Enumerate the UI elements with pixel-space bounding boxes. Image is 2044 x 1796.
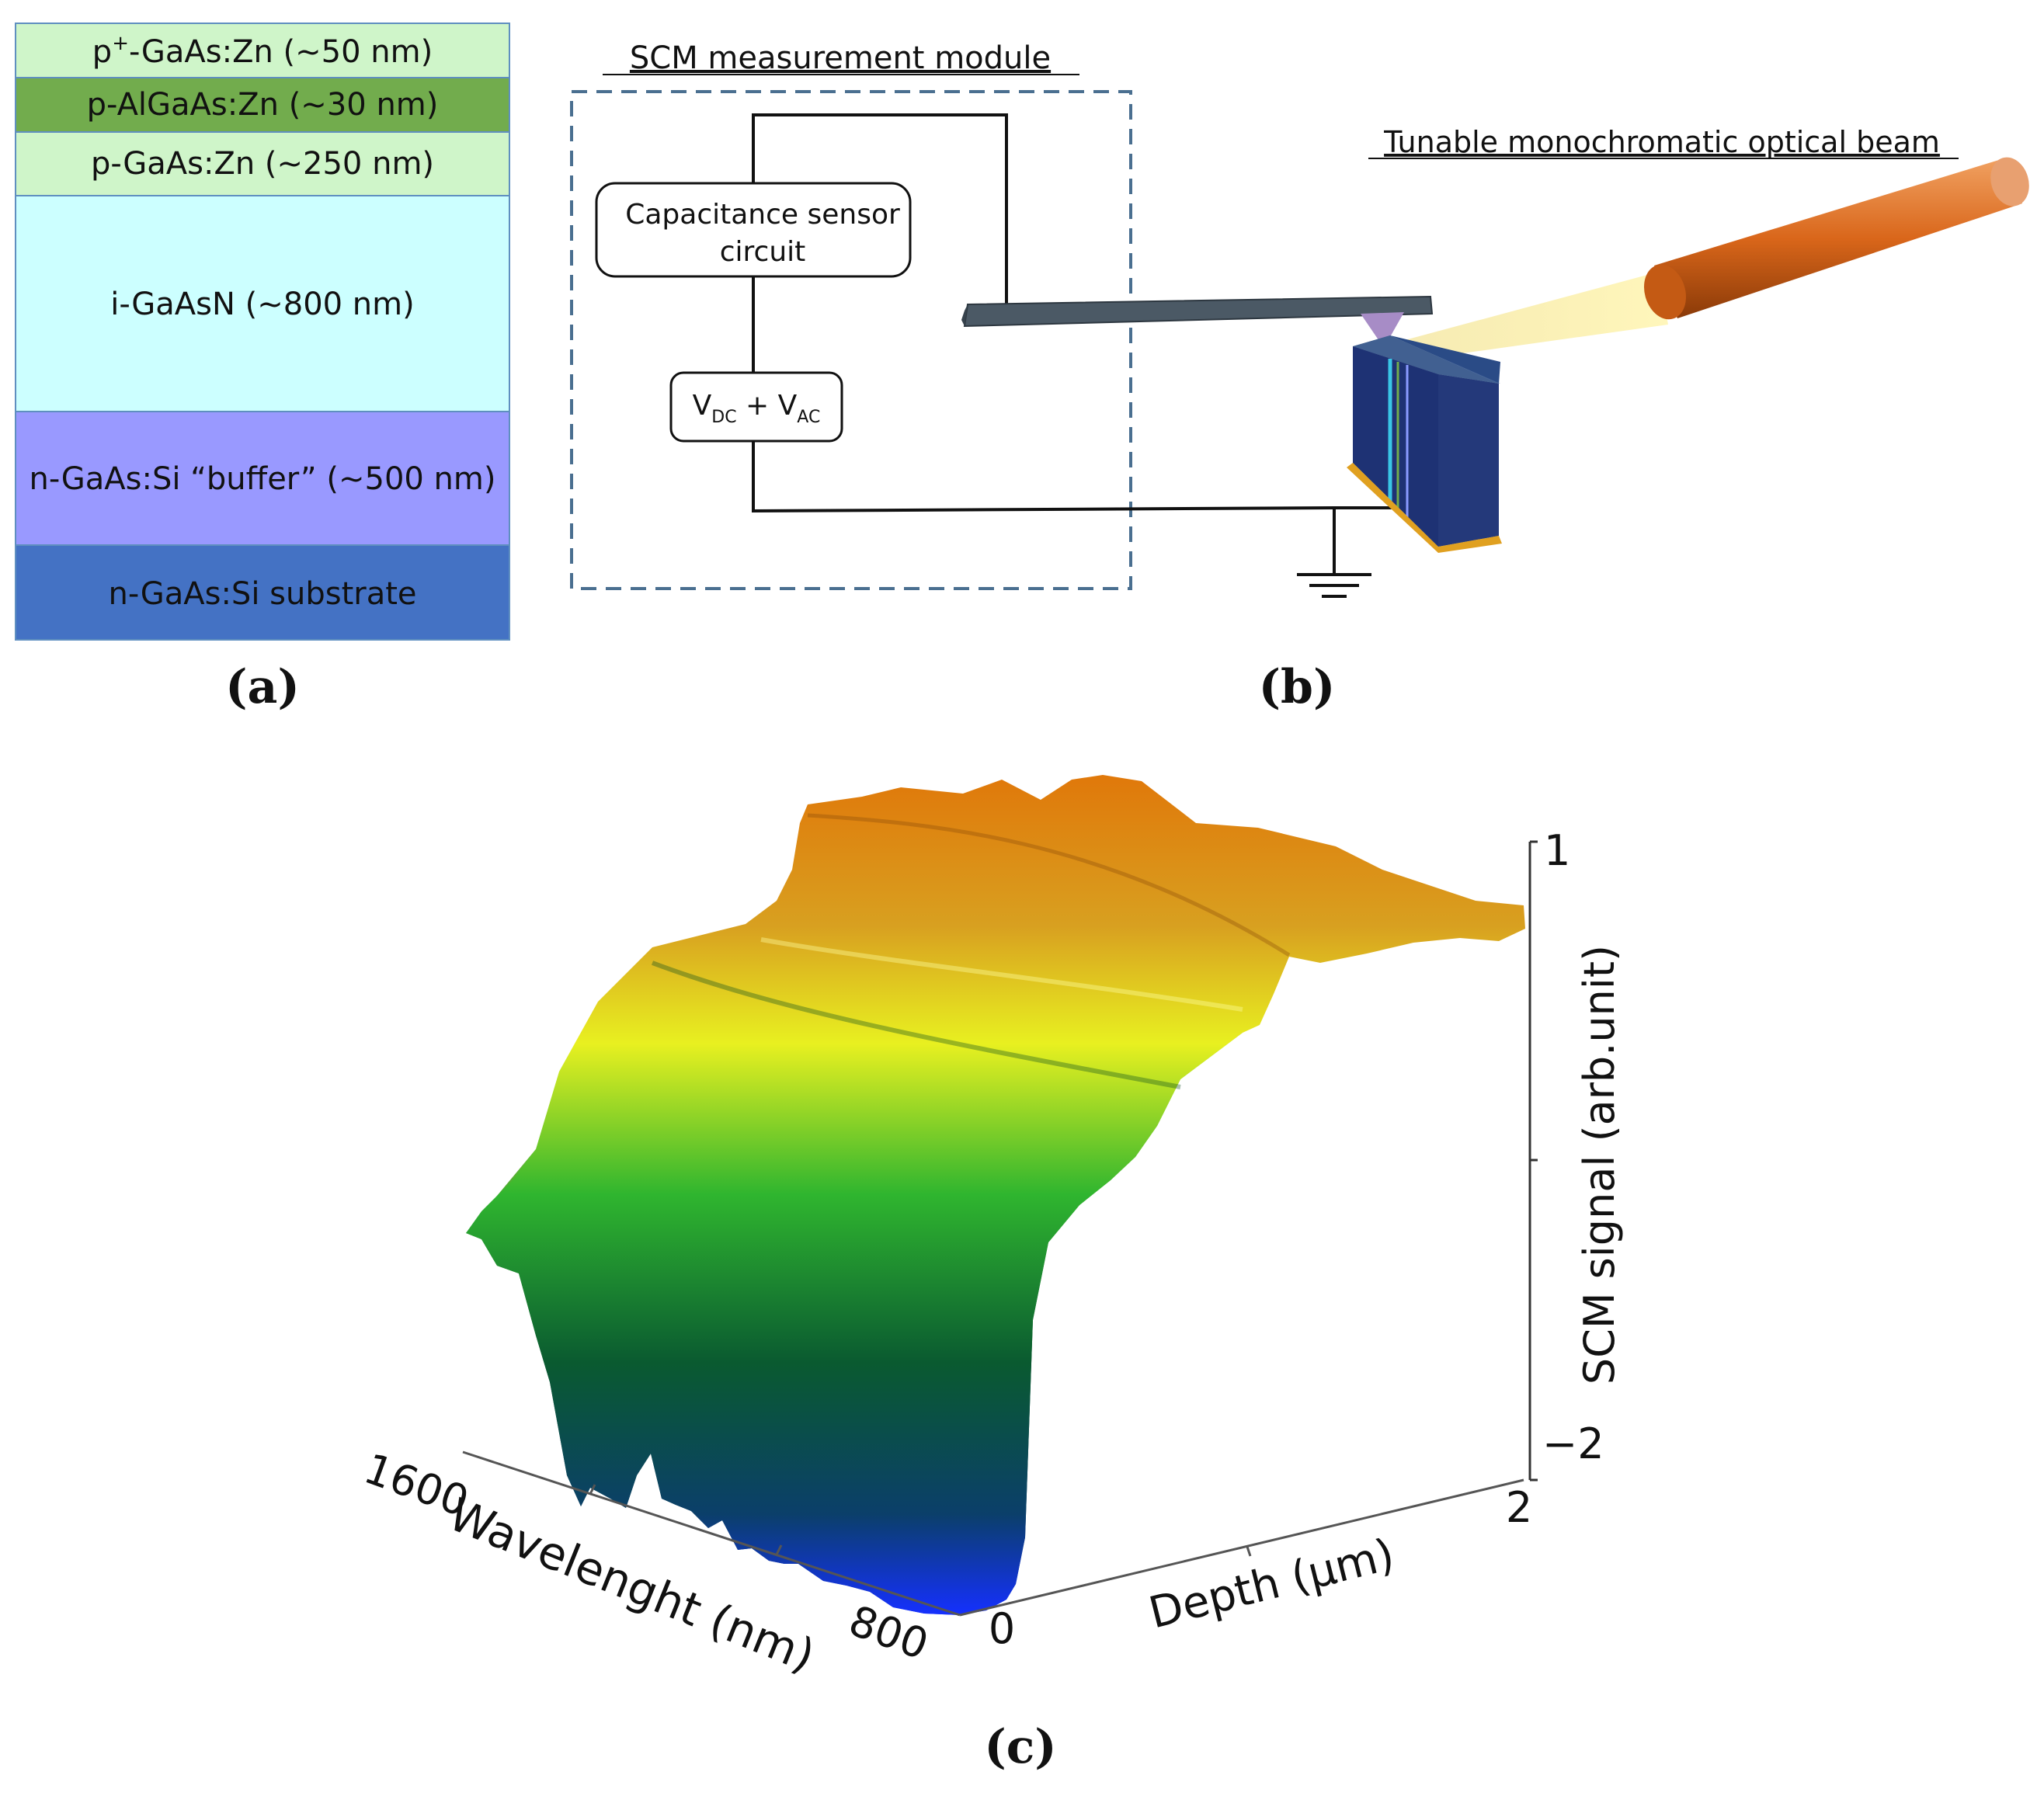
panel-c-3d-surface: 1 −2 SCM signal (arb.unit) 1600 800 Wave… — [358, 775, 1624, 1683]
module-dashed-border — [570, 90, 1132, 590]
svg-text:VDC + VAC: VDC + VAC — [693, 390, 821, 427]
layer-label-sup: + — [112, 32, 129, 55]
sensor-label-line2: circuit — [720, 236, 806, 268]
beam-label: Tunable monochromatic optical beam — [1383, 125, 1940, 159]
layer-label-prefix: p — [92, 34, 112, 70]
sensor-label-line1: Capacitance sensor — [625, 199, 900, 231]
caption-a: (a) — [225, 660, 300, 714]
wire-source-to-ground — [752, 441, 1335, 513]
layer-n-gaas-substrate: n-GaAs:Si substrate — [15, 544, 510, 641]
layer-label: p-AlGaAs:Zn (~30 nm) — [87, 87, 439, 123]
caption-c: (c) — [984, 1720, 1056, 1774]
afm-cantilever — [961, 295, 1434, 348]
z-axis-label: SCM signal (arb.unit) — [1575, 945, 1624, 1384]
z-axis — [1528, 840, 1538, 1482]
layer-label: i-GaAsN (~800 nm) — [110, 287, 414, 322]
layer-p-gaas: p-GaAs:Zn (~250 nm) — [15, 131, 510, 196]
layer-label-rest: -GaAs:Zn (~50 nm) — [129, 34, 433, 70]
wire-sensor-to-cantilever — [752, 113, 1008, 304]
source-plus-v: + V — [737, 390, 798, 422]
light-source-rod — [1644, 157, 2029, 320]
layer-label: p-GaAs:Zn (~250 nm) — [91, 146, 434, 182]
layer-label: n-GaAs:Si substrate — [108, 576, 416, 612]
sample-cube — [1347, 335, 1502, 553]
y-tick-2: 2 — [1506, 1483, 1532, 1532]
panel-a-layer-stack: p+-GaAs:Zn (~50 nm) p-AlGaAs:Zn (~30 nm)… — [15, 23, 510, 641]
afm-tip — [1361, 312, 1404, 348]
capacitance-sensor-circuit: Capacitance sensor circuit — [595, 182, 912, 278]
x-axis — [462, 1450, 961, 1617]
caption-b: (b) — [1259, 660, 1336, 714]
surface-ridge-highlight — [760, 937, 1243, 1012]
layer-p-algaas: p-AlGaAs:Zn (~30 nm) — [15, 77, 510, 133]
y-axis-label: Depth (μm) — [1144, 1530, 1399, 1639]
module-title: SCM measurement module — [630, 40, 1051, 76]
ground-icon — [1297, 508, 1371, 598]
z-tick-top: 1 — [1544, 826, 1570, 875]
z-tick-bottom: −2 — [1542, 1419, 1604, 1468]
layer-i-gaasn: i-GaAsN (~800 nm) — [15, 195, 510, 412]
surface-top-ridge — [807, 813, 1291, 957]
voltage-source: VDC + VAC — [669, 371, 843, 443]
layer-p-plus-gaas: p+-GaAs:Zn (~50 nm) — [15, 23, 510, 78]
y-axis — [959, 1478, 1524, 1617]
source-sub-dc: DC — [711, 408, 736, 427]
source-v1: V — [693, 390, 712, 422]
optical-beam — [1376, 272, 1668, 363]
y-tick-0: 0 — [989, 1604, 1015, 1653]
surface-ridge-shadow — [651, 961, 1181, 1089]
source-sub-ac: AC — [797, 408, 820, 427]
layer-n-gaas-buffer: n-GaAs:Si “buffer” (~500 nm) — [15, 411, 510, 546]
panel-b-scm-setup: SCM measurement module Capacitance senso… — [570, 40, 2029, 598]
surface-top — [466, 775, 1525, 1615]
svg-text:p+-GaAs:Zn (~50 nm): p+-GaAs:Zn (~50 nm) — [92, 32, 433, 70]
layer-label: n-GaAs:Si “buffer” (~500 nm) — [30, 461, 496, 497]
